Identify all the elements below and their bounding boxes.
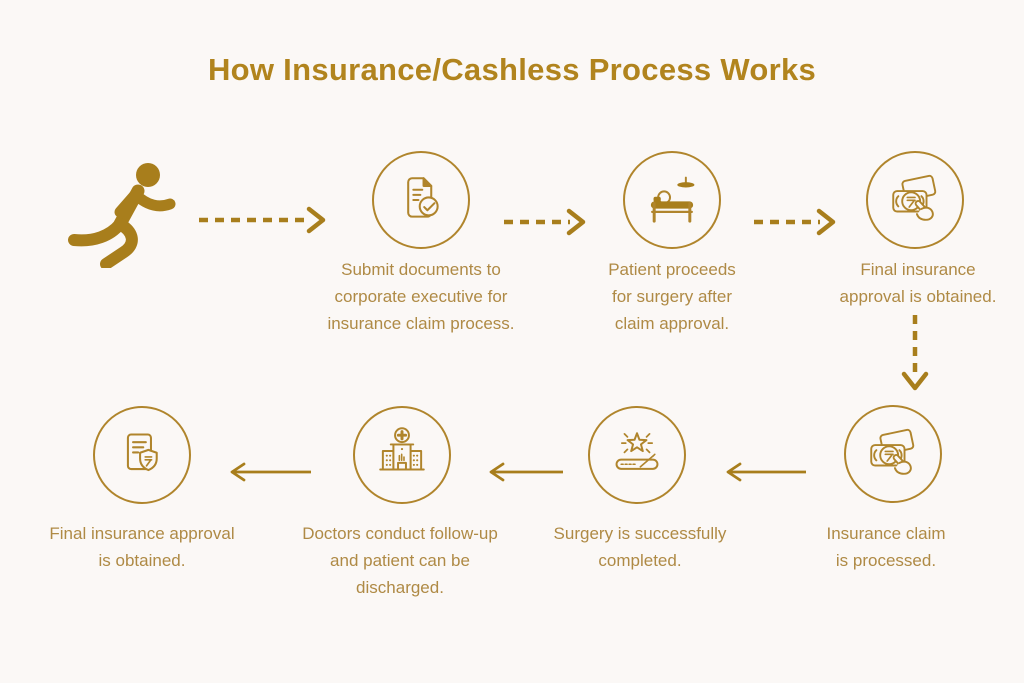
label-line: Submit documents to (341, 260, 501, 279)
label-line: and patient can be (330, 551, 470, 570)
label-line: Final insurance (860, 260, 976, 279)
label-line: Doctors conduct follow-up (302, 524, 498, 543)
cash-hand-icon (870, 428, 915, 475)
label-line: for surgery after (612, 287, 732, 306)
document-check-icon (407, 177, 439, 218)
step-circle-submit-documents (372, 151, 470, 249)
step-circle-final-approval-obtained (93, 406, 191, 504)
runner-icon (60, 162, 176, 273)
dashed-arrow-down (901, 315, 929, 391)
document-shield-icon (126, 433, 158, 472)
step-circle-patient-surgery (623, 151, 721, 249)
step-label-final-approval-obtained: Final insurance approval is obtained. (32, 520, 252, 574)
patient-bed-icon (650, 176, 695, 223)
step-circle-final-approval (866, 151, 964, 249)
step-circle-surgery-completed (588, 406, 686, 504)
label-line: is processed. (835, 551, 937, 570)
arrow-left-2 (489, 462, 563, 482)
label-line: Surgery is successfully (553, 524, 727, 543)
step-label-surgery-completed: Surgery is successfully completed. (530, 520, 750, 574)
step-label-submit-documents: Submit documents to corporate executive … (306, 256, 536, 337)
label-line: completed. (598, 551, 682, 570)
step-label-discharge: Doctors conduct follow-up and patient ca… (285, 520, 515, 601)
label-line: insurance claim process. (327, 314, 515, 333)
step-label-claim-processed: Insurance claim is processed. (796, 520, 976, 574)
dashed-arrow-right-1 (199, 206, 326, 234)
arrow-left-3 (230, 462, 311, 482)
label-line: approval is obtained. (839, 287, 997, 306)
label-line: Final insurance approval (49, 524, 235, 543)
label-line: corporate executive for (334, 287, 508, 306)
step-circle-discharge (353, 406, 451, 504)
arrow-left-1 (726, 462, 806, 482)
step-label-final-approval: Final insurance approval is obtained. (808, 256, 1024, 310)
cash-hand-icon (892, 174, 937, 221)
label-line: claim approval. (614, 314, 730, 333)
label-line: discharged. (356, 578, 444, 597)
step-circle-claim-processed (844, 405, 942, 503)
label-line: is obtained. (98, 551, 186, 570)
label-line: Patient proceeds (608, 260, 736, 279)
dashed-arrow-right-2 (504, 208, 586, 236)
hospital-icon (379, 427, 425, 471)
surgery-success-icon (615, 432, 659, 470)
page-title: How Insurance/Cashless Process Works (207, 52, 817, 87)
dashed-arrow-right-3 (754, 208, 836, 236)
step-label-patient-surgery: Patient proceeds for surgery after claim… (582, 256, 762, 337)
label-line: Insurance claim (826, 524, 946, 543)
